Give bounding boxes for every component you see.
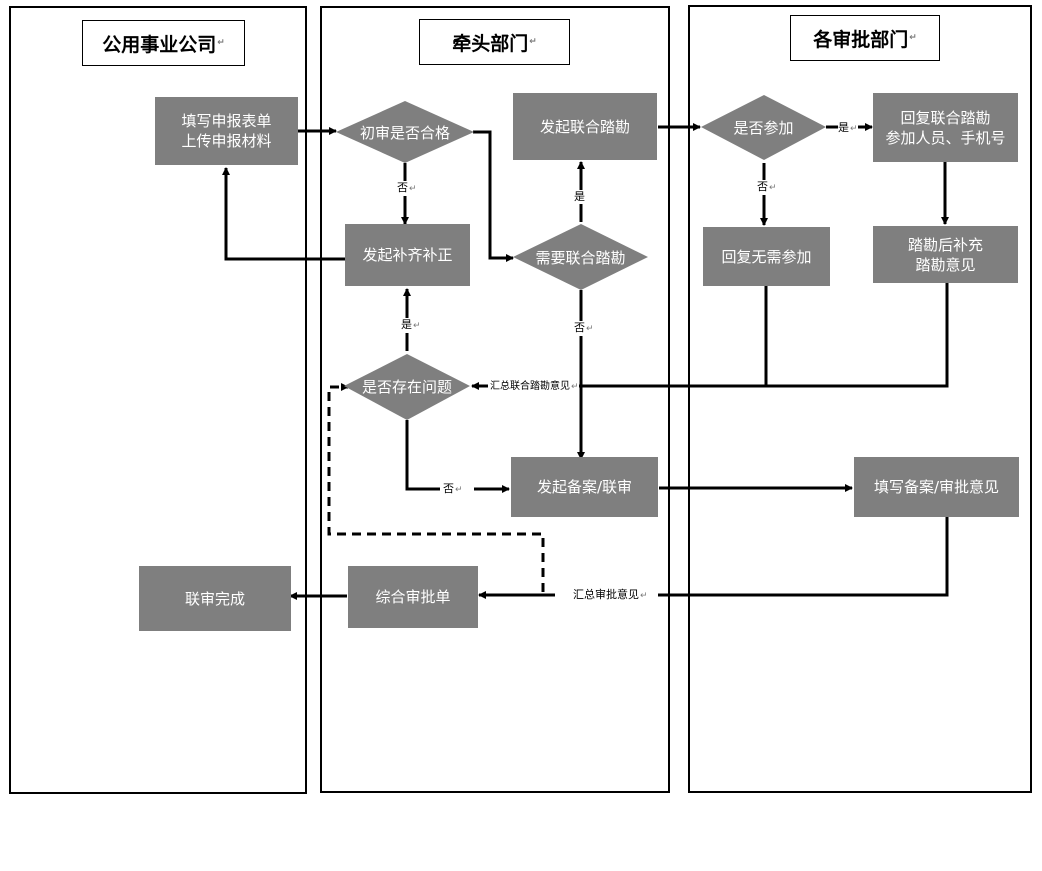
node-reply-joint-line2: 参加人员、手机号 [885, 128, 1006, 147]
node-post-survey-line1: 踏勘后补充 [907, 235, 983, 254]
diamond-participate [701, 95, 826, 160]
label-no-survey: 否↵ [574, 321, 594, 336]
label-no-participate: 否↵ [757, 180, 777, 195]
node-initial-review-text: 初审是否合格 [359, 123, 450, 142]
label-summary-survey: 汇总联合踏勘意见↵ [490, 380, 579, 394]
node-has-issue: 是否存在问题 [344, 374, 470, 398]
lane-title-company: 公用事业公司↵ [82, 20, 245, 66]
node-need-joint-survey-text: 需要联合踏勘 [535, 248, 626, 267]
node-start-joint-survey-text: 发起联合踏勘 [539, 117, 630, 136]
label-no-participate-text: 否 [757, 180, 768, 193]
paragraph-mark: ↵ [217, 38, 225, 48]
label-yes-issue-text: 是 [401, 318, 412, 331]
paragraph-mark: ↵ [413, 321, 421, 331]
node-reply-joint-line1: 回复联合踏勘 [900, 108, 991, 127]
paragraph-mark: ↵ [850, 124, 858, 134]
node-start-filing-text: 发起备案/联审 [536, 478, 633, 496]
lane-title-lead-text: 牵头部门 [452, 32, 529, 55]
lane-title-approval: 各审批部门↵ [790, 15, 940, 61]
node-fill-form-line2: 上传申报材料 [181, 132, 272, 150]
label-no-survey-text: 否 [574, 321, 585, 334]
node-supplement-text: 发起补齐补正 [362, 246, 453, 264]
label-no-issue-text: 否 [443, 482, 454, 495]
lane-title-company-text: 公用事业公司 [102, 33, 217, 56]
diamond-initial-review [336, 101, 474, 163]
node-start-joint-survey: 发起联合踏勘 [513, 93, 657, 160]
node-reply-no: 回复无需参加 [703, 227, 830, 286]
edge-issue-no [405, 420, 440, 491]
edge-dashed-loop [327, 383, 545, 592]
node-fill-form-line1: 填写申报表单 [181, 112, 272, 130]
label-yes-survey-text: 是 [574, 190, 585, 203]
node-comprehensive-approval: 综合审批单 [348, 566, 478, 628]
edge-opinion-down [658, 517, 949, 597]
node-post-survey: 踏勘后补充 踏勘意见 [873, 226, 1018, 283]
paragraph-mark: ↵ [571, 382, 579, 392]
node-reply-joint: 回复联合踏勘 参加人员、手机号 [873, 93, 1018, 162]
paragraph-mark: ↵ [640, 591, 648, 601]
node-need-joint-survey: 需要联合踏勘 [513, 245, 648, 269]
node-participate-text: 是否参加 [733, 118, 794, 137]
label-yes-participate: 是↵ [838, 121, 858, 136]
label-summary-approval-text: 汇总审批意见 [573, 588, 639, 601]
lane-title-approval-text: 各审批部门 [813, 28, 909, 51]
label-yes-survey: 是 [574, 190, 585, 204]
node-joint-review-done-text: 联审完成 [184, 589, 245, 608]
diamond-need-joint-survey [513, 224, 648, 290]
paragraph-mark: ↵ [455, 485, 463, 495]
node-joint-review-done: 联审完成 [139, 566, 291, 631]
paragraph-mark: ↵ [586, 324, 594, 334]
paragraph-mark: ↵ [529, 37, 537, 47]
node-post-survey-line2: 踏勘意见 [915, 255, 976, 274]
node-initial-review: 初审是否合格 [336, 120, 474, 144]
node-reply-no-text: 回复无需参加 [721, 247, 812, 266]
label-summary-approval: 汇总审批意见↵ [573, 588, 648, 603]
paragraph-mark: ↵ [909, 33, 917, 43]
node-has-issue-text: 是否存在问题 [361, 377, 452, 396]
node-supplement: 发起补齐补正 [345, 224, 470, 286]
node-participate: 是否参加 [701, 115, 826, 139]
edge-supplement-back [222, 167, 345, 261]
label-summary-survey-text: 汇总联合踏勘意见 [490, 381, 570, 392]
label-yes-participate-text: 是 [838, 121, 849, 134]
paragraph-mark: ↵ [769, 183, 777, 193]
node-comprehensive-approval-text: 综合审批单 [375, 588, 451, 606]
label-no-review: 否↵ [397, 181, 417, 196]
diamond-has-issue [344, 354, 470, 420]
edge-review-pass [473, 130, 514, 262]
label-no-review-text: 否 [397, 181, 408, 194]
label-yes-issue: 是↵ [401, 318, 421, 333]
node-fill-filing-opinion: 填写备案/审批意见 [854, 457, 1019, 517]
edge-summary-survey [578, 283, 949, 388]
node-fill-form: 填写申报表单 上传申报材料 [155, 97, 298, 165]
paragraph-mark: ↵ [409, 184, 417, 194]
label-no-issue: 否↵ [443, 482, 463, 497]
lane-title-lead: 牵头部门↵ [419, 19, 570, 65]
node-fill-filing-opinion-text: 填写备案/审批意见 [873, 478, 1000, 496]
node-start-filing: 发起备案/联审 [511, 457, 658, 517]
